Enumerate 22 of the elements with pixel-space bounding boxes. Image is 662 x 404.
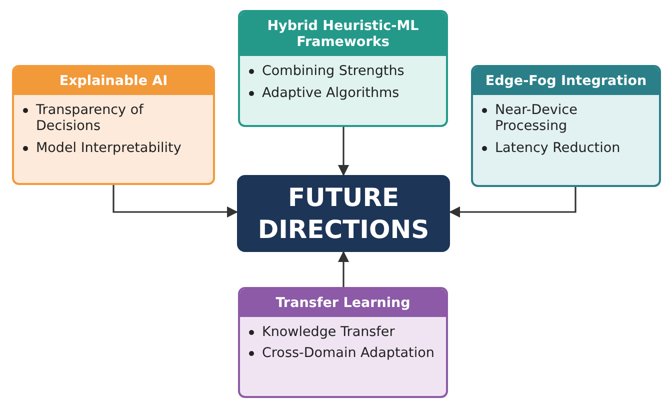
card-header: Edge-Fog Integration: [473, 67, 659, 96]
bullet-text: Combining Strengths: [262, 63, 404, 80]
card-header: Transfer Learning: [240, 289, 446, 318]
arrow: [112, 185, 238, 218]
central-box: [237, 175, 450, 252]
arrow: [338, 250, 350, 287]
topic-card: [471, 65, 661, 187]
central-title: FUTURE DIRECTIONS: [257, 182, 430, 245]
topic-card: [238, 10, 448, 127]
arrow: [338, 127, 350, 176]
bullet-text: Near-Device Processing: [495, 102, 578, 134]
card-header: Hybrid Heuristic-ML Frameworks: [240, 12, 446, 56]
topic-card: [12, 65, 215, 185]
bullet-text: Adaptive Algorithms: [262, 84, 400, 101]
bullet-text: Knowledge Transfer: [262, 324, 395, 340]
arrow: [448, 187, 576, 218]
bullet-text: Cross-Domain Adaptation: [262, 345, 434, 362]
bullet-text: Transparency of Decisions: [36, 102, 144, 134]
topic-card: [238, 287, 448, 398]
bullet-text: Model Interpretability: [36, 140, 182, 156]
bullet-text: Latency Reduction: [495, 140, 620, 156]
card-header: Explainable AI: [14, 67, 213, 96]
